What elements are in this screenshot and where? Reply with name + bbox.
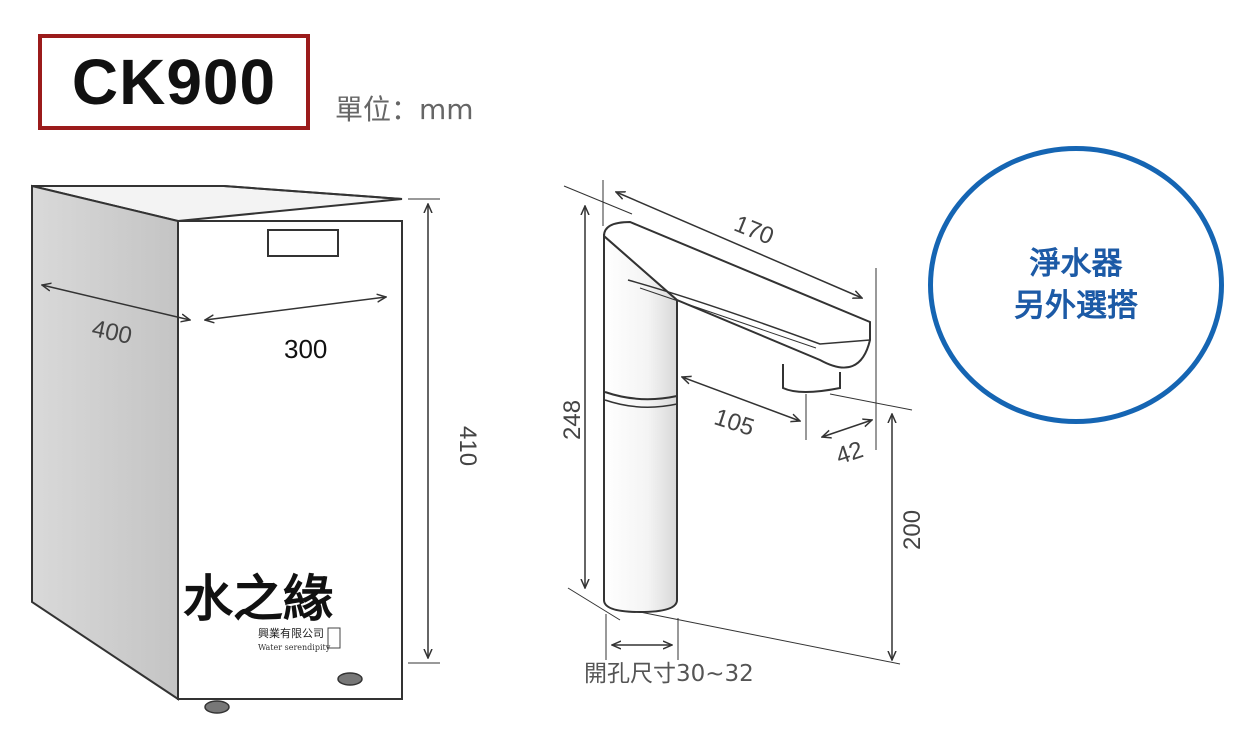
base-line-left xyxy=(567,587,621,621)
width-label: 300 xyxy=(284,334,327,364)
outlet-height-ext-top xyxy=(829,393,913,411)
faucet-joint-line-2 xyxy=(604,399,678,408)
unit-label: 單位：mm xyxy=(335,93,474,126)
cabinet-display-panel xyxy=(267,229,339,257)
watermark-logo: 水之緣 興業有限公司 Water serendipity xyxy=(183,569,341,652)
badge-line-2: 另外選搭 xyxy=(1014,288,1138,324)
height-label: 410 xyxy=(454,426,481,466)
watermark-sub: 興業有限公司 xyxy=(258,626,324,640)
base-line xyxy=(639,611,901,665)
total-height-label: 248 xyxy=(559,400,586,440)
depth-dimension-line xyxy=(42,285,190,320)
watermark-main: 水之緣 xyxy=(183,569,333,628)
model-title-box: CK900 xyxy=(38,34,310,130)
cabinet-top-edge xyxy=(223,185,403,200)
faucet-joint-line xyxy=(604,391,678,401)
outlet-height-label: 200 xyxy=(899,510,926,550)
reach-label: 105 xyxy=(711,404,757,442)
cabinet-foot-back xyxy=(337,672,363,686)
filter-optional-badge: 淨水器 另外選搭 xyxy=(928,146,1224,424)
spout-dimension-line xyxy=(616,192,862,298)
outlet-label: 42 xyxy=(833,436,867,470)
hole-size-label: 開孔尺寸30~32 xyxy=(584,661,754,687)
badge-line-1: 淨水器 xyxy=(1029,246,1123,282)
cabinet-drawing: 400 300 410 xyxy=(31,184,481,714)
model-title: CK900 xyxy=(71,46,277,118)
faucet-outlet xyxy=(782,364,841,393)
faucet-drawing: 170 248 105 42 200 開孔尺寸30~32 xyxy=(559,180,926,687)
faucet-pipe xyxy=(603,233,678,614)
reach-dimension-line xyxy=(682,377,800,421)
watermark-seal xyxy=(327,627,341,649)
watermark-english: Water serendipity xyxy=(258,643,331,652)
cabinet-foot-front xyxy=(204,700,230,714)
outlet-dimension-line xyxy=(822,420,872,437)
cabinet-side xyxy=(31,184,179,701)
width-dimension-line xyxy=(205,297,386,320)
spout-ext-2 xyxy=(563,185,633,215)
